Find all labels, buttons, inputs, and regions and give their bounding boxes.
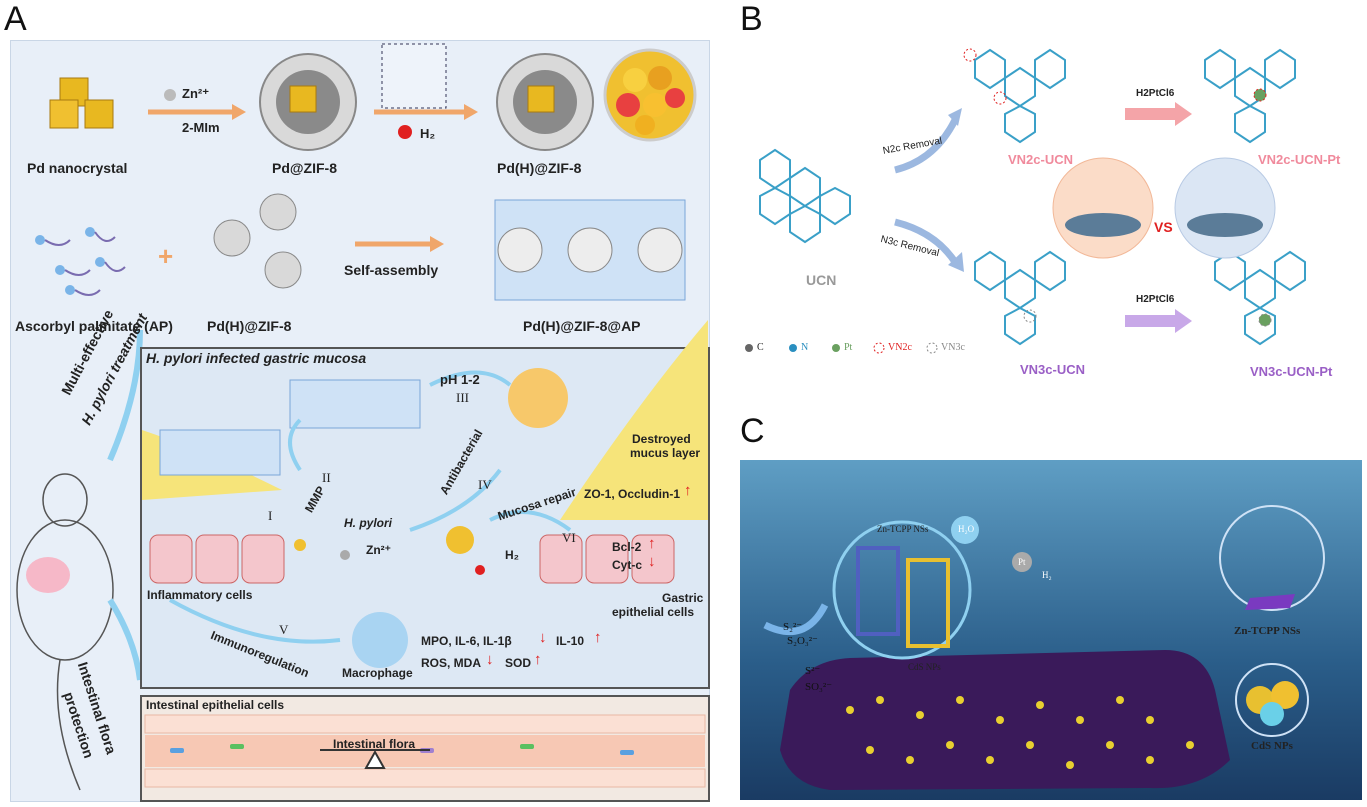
label-roman-6: VI [562,530,576,545]
legend-n: N [801,342,809,353]
label-inflammatory: Inflammatory cells [147,588,253,602]
label-gastric: Gastric [662,591,704,605]
legend-vn3c: VN3c [941,342,965,353]
label-bcl2: Bcl-2 [612,540,642,554]
label-markers-2b: SOD [505,656,532,670]
ucn-structure [759,148,851,244]
label-s2: S₂²⁻ [783,621,803,633]
legend-pt: Pt [844,342,853,353]
vn2c-ucn-structure [974,48,1066,144]
label-macrophage: Macrophage [342,666,413,680]
gastric-cells [149,534,675,584]
panel-label-a: A [4,0,27,38]
label-hpylori: H. pylori [344,516,393,530]
label-pd-zif8: Pd@ZIF-8 [272,160,337,176]
label-roman-4: IV [478,477,492,492]
label-self-assembly: Self-assembly [344,262,439,278]
label-roman-1: I [268,508,273,523]
label-zo1: ZO-1, Occludin-1 [584,487,681,501]
label-h2ptcl6-top: H2PtCl6 [1136,88,1175,99]
label-zn-tcpp-top: Zn-TCPP NSs [877,524,929,534]
label-vn3c-ucn-pt: VN3c-UCN-Pt [1250,364,1333,379]
panel-label-c: C [740,412,765,450]
label-pd-nanocrystal: Pd nanocrystal [27,160,128,176]
legend-vn2c: VN2c [888,342,912,353]
label-pt-c: Pt [1018,557,1026,567]
down-arrow-cytc: ↓ [648,553,656,570]
label-cds-inner: CdS NPs [908,662,941,672]
up-arrow-il10: ↑ [594,629,602,646]
vn3c-ucn-structure [974,250,1066,346]
down-arrow-markers: ↓ [539,629,547,646]
label-vn2c-ucn: VN2c-UCN [1008,152,1074,167]
panel-label-b: B [740,0,763,38]
label-pdh-zif8-row2: Pd(H)@ZIF-8 [207,318,292,334]
label-s2m: S²⁻ [805,665,821,677]
label-vn2c-ucn-pt: VN2c-UCN-Pt [1258,152,1341,167]
label-h2-gastric: H₂ [505,548,519,562]
vn3c-ucn-pt-structure [1214,250,1306,346]
gastric-title: H. pylori infected gastric mucosa [146,350,367,366]
label-ucn: UCN [806,272,837,288]
label-ph: pH 1-2 [440,372,480,387]
label-h2o: H₂O [958,524,975,534]
label-roman-5: V [279,622,289,637]
label-2mim: 2-MIm [182,120,220,135]
label-vn3c-ucn: VN3c-UCN [1020,362,1086,377]
down-arrow-ros: ↓ [486,651,494,668]
label-zn-gastric: Zn²⁺ [366,543,391,557]
label-markers-1a: MPO, IL-6, IL-1β [421,634,512,648]
up-arrow-zo1: ↑ [684,482,692,499]
label-so3: SO₃²⁻ [805,681,833,693]
label-roman-2: II [322,470,331,485]
label-destroyed: Destroyed [632,432,691,446]
label-cytc: Cyt-c [612,558,643,572]
rat-outline [16,473,114,791]
pd-nanocrystal-graphic [49,77,114,129]
label-h2-c: H₂ [1042,570,1052,580]
legend-c: C [757,342,764,353]
intestine-title: Intestinal epithelial cells [146,698,285,712]
label-epithelial: epithelial cells [612,605,695,619]
label-markers-2a: ROS, MDA [421,656,481,670]
label-roman-3: III [456,390,469,405]
label-mucus-layer: mucus layer [630,446,701,460]
label-vs: VS [1154,219,1173,235]
label-ascorbyl-palmitate: Ascorbyl palmitate (AP) [15,318,173,334]
label-h2ptcl6-bottom: H2PtCl6 [1136,294,1175,305]
label-cds-right: CdS NPs [1251,740,1293,752]
label-pdh-zif8: Pd(H)@ZIF-8 [497,160,582,176]
svg-text:+: + [158,241,173,271]
ap-molecules [35,227,126,296]
up-arrow-bcl2: ↑ [648,535,656,552]
label-pdh-zif8-ap: Pd(H)@ZIF-8@AP [523,318,641,334]
label-intestinal-flora: Intestinal flora [333,737,416,751]
label-zn: Zn²⁺ [182,86,210,101]
label-zn-tcpp-right: Zn-TCPP NSs [1234,625,1301,637]
label-markers-1b: IL-10 [556,634,585,648]
up-arrow-sod: ↑ [534,651,542,668]
label-h2-row1: H₂ [420,126,436,141]
label-s2o3: S₂O₃²⁻ [787,635,818,647]
